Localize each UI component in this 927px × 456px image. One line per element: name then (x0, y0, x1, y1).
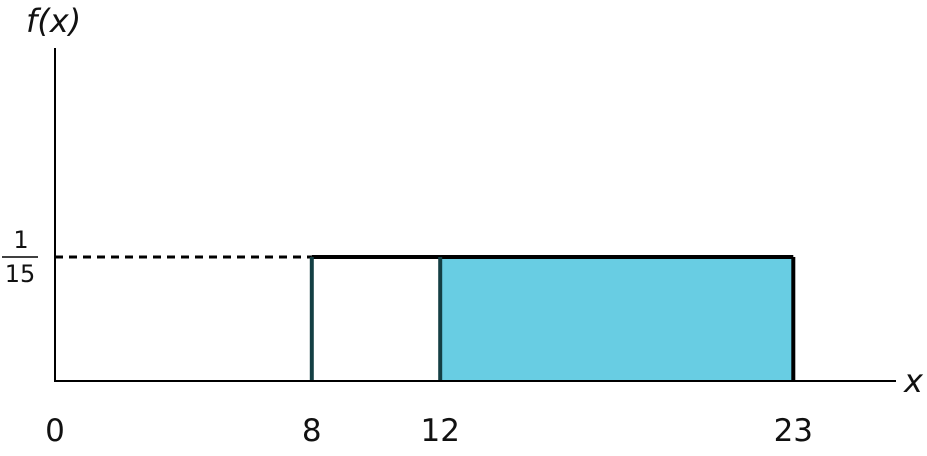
y-tick-denominator: 15 (5, 260, 36, 288)
shaded-probability-region (440, 257, 794, 381)
x-axis-title: x (903, 362, 924, 400)
x-tick-label-0: 0 (45, 413, 65, 449)
y-axis-title: f(x) (26, 2, 81, 40)
y-tick-numerator: 1 (13, 226, 28, 254)
x-tick-label-8: 8 (302, 413, 322, 449)
x-tick-label-12: 12 (420, 413, 459, 449)
y-tick-label-fraction: 1 15 (2, 226, 38, 288)
x-tick-labels: 0 8 12 23 (45, 413, 813, 449)
x-tick-label-23: 23 (774, 413, 813, 449)
